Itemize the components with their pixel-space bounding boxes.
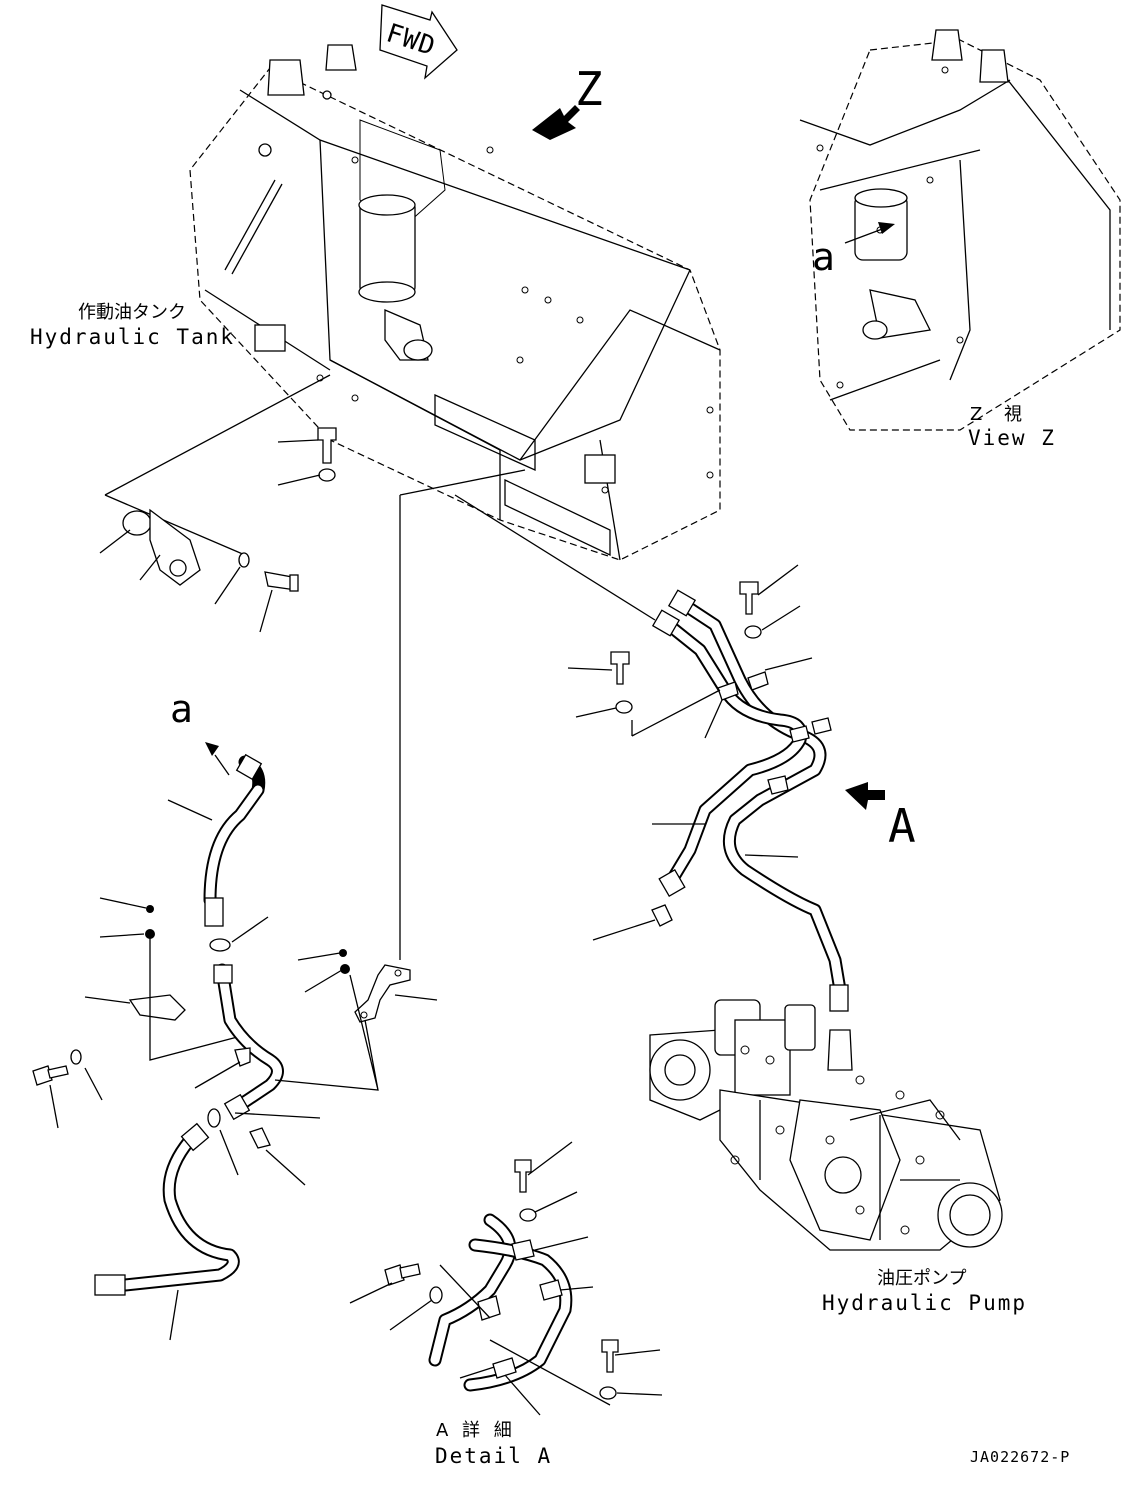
fwd-arrow-icon: FWD (379, 4, 458, 80)
suction-flex-hose (94, 1122, 240, 1341)
left-small-parts (32, 897, 269, 1129)
pump-hose-leaders (567, 564, 813, 941)
rigid-pipe (194, 963, 321, 1186)
view-z-letter: Z (575, 62, 603, 116)
drawing-number: JA022672-P (970, 1448, 1070, 1466)
detail-a-letter: A (888, 799, 916, 853)
tank-bolt-washer (277, 427, 337, 486)
hydraulic-pump-label-jp: 油圧ポンプ (877, 1268, 966, 1289)
pump-hoses (651, 589, 849, 1012)
flange-parts-group (99, 374, 331, 633)
view-z-label-en: View Z (968, 426, 1056, 450)
clamp-bracket (274, 949, 438, 1091)
view-z-ref-a: a (812, 235, 835, 279)
hydraulic-tank-label-en: Hydraulic Tank (30, 325, 235, 349)
detail-a-arrow-icon (845, 782, 885, 810)
view-z-label-jp: Z 視 (970, 404, 1030, 425)
hydraulic-pump-label-en: Hydraulic Pump (822, 1291, 1027, 1315)
hydraulic-pump (649, 999, 1003, 1251)
hydraulic-tank-label-jp: 作動油タンク (78, 302, 186, 323)
view-z-arrow-icon: Z (532, 62, 603, 140)
detail-a-label-en: Detail A (435, 1444, 552, 1468)
leader-line-clamp (399, 469, 526, 960)
detail-a-label-jp: A 詳 細 (436, 1420, 516, 1441)
hydraulic-tank (189, 44, 721, 561)
leader-line-hoses (454, 494, 656, 621)
view-z-pointer-arrow (844, 222, 895, 244)
view-z-inset (799, 29, 1121, 431)
suction-hose-ref-a: a (170, 687, 193, 731)
detail-a-view (349, 1141, 663, 1416)
suction-hose-assembly (167, 742, 266, 927)
